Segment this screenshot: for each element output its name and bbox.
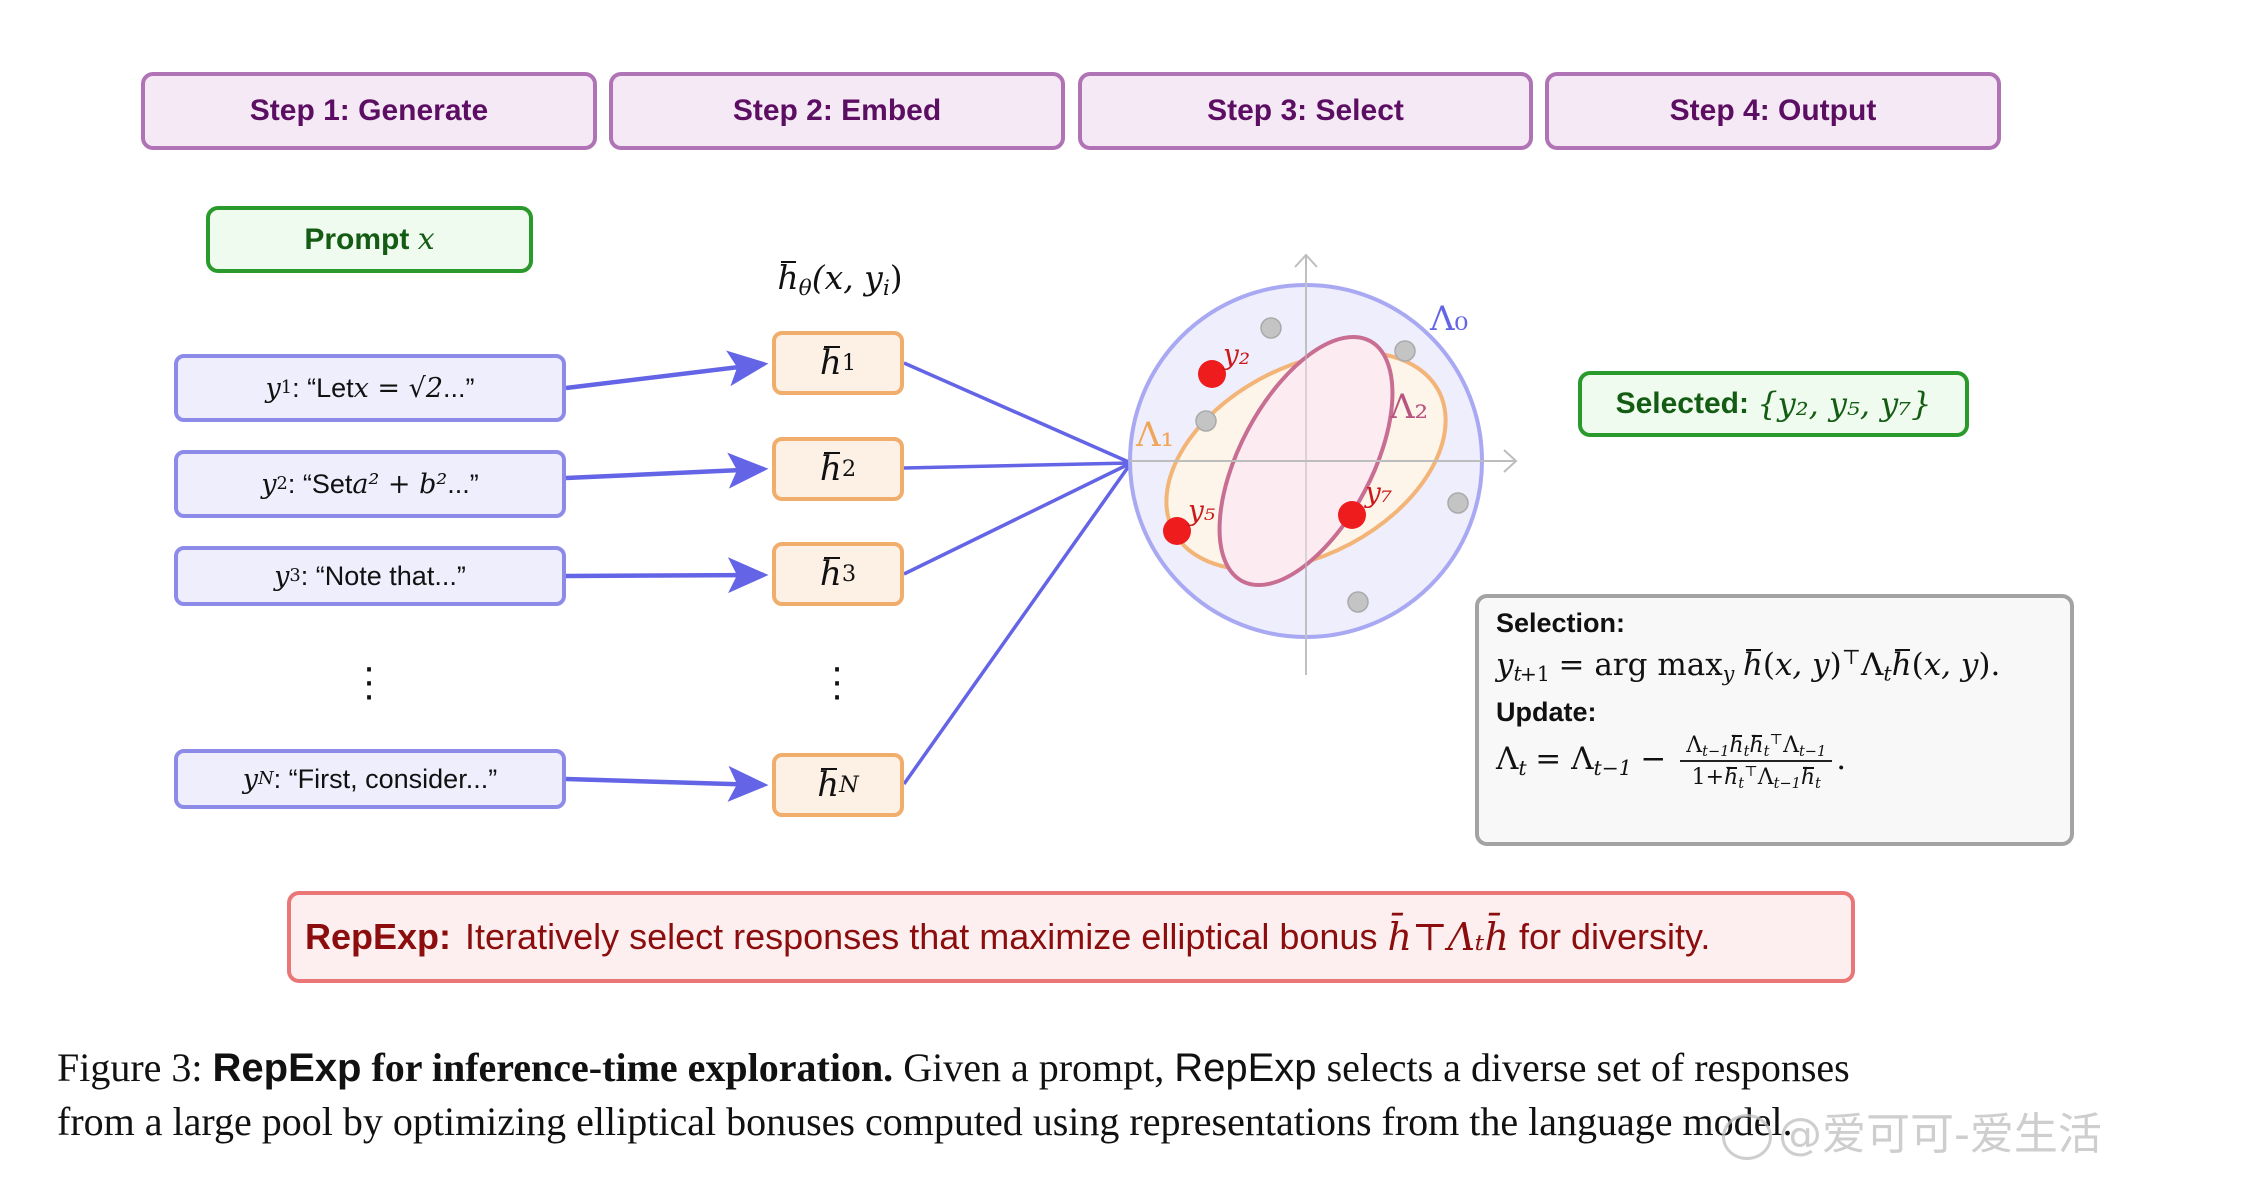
caption-fig-number: Figure 3: xyxy=(57,1045,203,1090)
embedding-h-sub: θ xyxy=(798,276,812,302)
step-1-box: Step 1: Generate xyxy=(141,72,597,150)
responses-ellipsis: ··· xyxy=(362,645,376,717)
embedding-var: h xyxy=(819,343,842,383)
x-axis-arrowhead xyxy=(1503,449,1518,473)
arrow-yN-hN xyxy=(565,765,769,802)
embedding-function-label: hθ(x, yi) xyxy=(765,258,915,299)
unselected-point xyxy=(1347,591,1369,613)
link-h3-plot xyxy=(903,461,1132,576)
response-text: : “Let xyxy=(292,372,354,403)
y-axis-arrowhead xyxy=(1294,253,1318,268)
prompt-var: x xyxy=(417,222,435,257)
unselected-point xyxy=(1260,317,1282,339)
repexp-lead: RepExp: xyxy=(305,916,452,957)
response-tail: ...” xyxy=(443,372,475,403)
caption-line1-sans: RepExp xyxy=(1174,1046,1317,1090)
embedding-var: h xyxy=(819,554,842,594)
update-fraction: Λt−1htht⊤Λt−1 1+ht⊤Λt−1ht xyxy=(1680,732,1833,791)
point-label-y5: y₅ xyxy=(1186,494,1215,527)
caption-title-sans: RepExp xyxy=(212,1046,362,1090)
repexp-banner: RepExp: Iteratively select responses tha… xyxy=(287,891,1855,983)
embedding-var: h xyxy=(819,449,842,489)
figure-caption-line-1: Figure 3: RepExp for inference-time expl… xyxy=(57,1044,1850,1091)
arrow-y3-h3 xyxy=(565,557,769,594)
caption-line1-a: Given a prompt, xyxy=(903,1045,1165,1090)
response-text: : “Note that...” xyxy=(300,560,466,591)
watermark: @爱可可-爱生活 xyxy=(1722,1098,2102,1162)
embeddings-ellipsis: ··· xyxy=(830,645,844,717)
step-4-label: Step 4: Output xyxy=(1669,94,1877,127)
response-math: x = √2 xyxy=(353,372,444,404)
embedding-var: h xyxy=(817,765,840,805)
response-text: : “Set xyxy=(287,468,353,499)
link-h1-plot xyxy=(903,361,1132,465)
link-hN-plot xyxy=(902,461,1133,786)
embedding-h: h xyxy=(777,258,799,297)
lambda-1-label: Λ₁ xyxy=(1135,415,1174,455)
unselected-point xyxy=(1394,340,1416,362)
ellipse-plot: y₂ y₅ y₇ Λ₀ Λ₁ Λ₂ xyxy=(1128,253,1518,675)
repexp-math: h̄⊤Λₜh̄ xyxy=(1387,915,1509,959)
point-label-y7: y₇ xyxy=(1363,476,1392,509)
selected-set: {y₂, y₅, y₇} xyxy=(1757,385,1932,423)
update-label: Update: xyxy=(1496,697,1597,727)
selected-output-box: Selected: {y₂, y₅, y₇} xyxy=(1578,371,1969,437)
step-1-label: Step 1: Generate xyxy=(249,94,489,127)
selected-label: Selected: xyxy=(1615,387,1749,420)
selected-point-y5 xyxy=(1163,517,1191,545)
response-math: a² + b² xyxy=(352,468,448,500)
prompt-label: Prompt xyxy=(304,222,410,256)
update-equation: Λt = Λt−1 − Λt−1htht⊤Λt−1 1+ht⊤Λt−1ht . xyxy=(1496,732,1847,793)
prompt-box: Prompt x xyxy=(206,206,533,273)
lambda-2-label: Λ₂ xyxy=(1389,387,1428,427)
selected-point-y2 xyxy=(1198,360,1226,388)
response-var: y xyxy=(265,372,281,404)
selection-equation: yt+1 = arg maxy h(x, y)⊤Λth(x, y). xyxy=(1496,644,2001,686)
weibo-logo-icon xyxy=(1722,1114,1772,1160)
unselected-point xyxy=(1195,410,1217,432)
step-2-label: Step 2: Embed xyxy=(732,94,942,127)
step-2-box: Step 2: Embed xyxy=(609,72,1065,150)
figure-caption-line-2: from a large pool by optimizing elliptic… xyxy=(57,1098,1793,1145)
selection-label: Selection: xyxy=(1496,608,1626,638)
embedding-args: (x, y xyxy=(811,258,883,297)
caption-title-rest: for inference-time exploration. xyxy=(371,1045,894,1090)
step-4-box: Step 4: Output xyxy=(1545,72,2001,150)
response-text: : “First, consider...” xyxy=(273,763,498,794)
repexp-text: Iteratively select responses that maximi… xyxy=(465,916,1378,957)
caption-line1-b: selects a diverse set of responses xyxy=(1326,1045,1850,1090)
embedding-close: ) xyxy=(889,258,903,297)
link-h2-plot xyxy=(903,461,1132,470)
repexp-tail: for diversity. xyxy=(1518,916,1711,957)
step-3-label: Step 3: Select xyxy=(1207,94,1404,127)
lambda-0-label: Λ₀ xyxy=(1429,299,1468,339)
response-var: y xyxy=(274,560,290,592)
step-3-box: Step 3: Select xyxy=(1078,72,1533,150)
arrow-y1-h1 xyxy=(565,350,769,391)
unselected-point xyxy=(1447,492,1469,514)
formula-box: Selection: yt+1 = arg maxy h(x, y)⊤Λth(x… xyxy=(1475,594,2074,846)
embedding-args-sub: i xyxy=(882,276,890,302)
selected-point-y7 xyxy=(1338,501,1366,529)
response-tail: ...” xyxy=(447,468,479,499)
response-var: y xyxy=(261,468,277,500)
caption-line2: from a large pool by optimizing elliptic… xyxy=(57,1099,1793,1144)
watermark-text: @爱可可-爱生活 xyxy=(1778,1109,2102,1160)
response-var: y xyxy=(242,763,259,795)
arrow-y2-h2 xyxy=(565,452,769,489)
point-label-y2: y₂ xyxy=(1221,338,1250,371)
